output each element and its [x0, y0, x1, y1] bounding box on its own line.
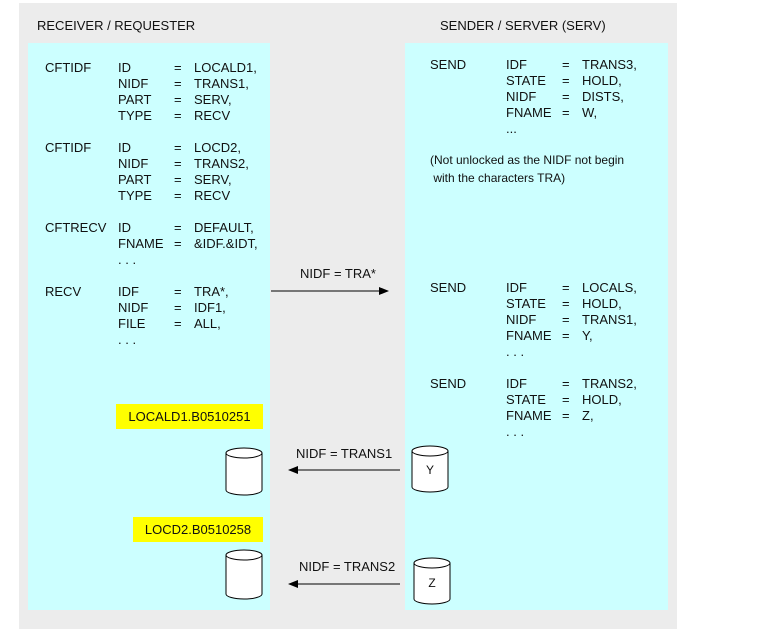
block-keyword: CFTIDF — [45, 60, 92, 75]
sender-file-cylinder-z — [413, 557, 451, 605]
block-keyword: SEND — [430, 57, 467, 72]
received-file-label-2: LOCD2.B0510258 — [133, 517, 263, 542]
block-keyword: CFTRECV — [45, 220, 107, 235]
arrow-label-trans2: NIDF = TRANS2 — [299, 559, 396, 574]
cylinder-label-z: Z — [428, 576, 436, 590]
received-file-label-1: LOCALD1.B0510251 — [116, 404, 263, 429]
sender-panel — [405, 43, 668, 610]
received-file-cylinder-1 — [225, 447, 263, 496]
sender-header: SENDER / SERVER (SERV) — [440, 18, 606, 33]
block-keyword: CFTIDF — [45, 140, 92, 155]
sender-file-cylinder-y — [411, 445, 449, 493]
arrow-label-trans1: NIDF = TRANS1 — [296, 446, 393, 461]
note-line-2: with the characters TRA) — [430, 171, 566, 185]
block-keyword: RECV — [45, 284, 82, 299]
cylinder-label-y: Y — [425, 463, 434, 477]
received-file-cylinder-2 — [225, 549, 263, 600]
receiver-panel — [28, 43, 270, 610]
block-keyword: SEND — [430, 376, 467, 391]
note-line-1: (Not unlocked as the NIDF not begin — [430, 153, 625, 167]
arrow-label-request: NIDF = TRA* — [300, 266, 376, 281]
receiver-header: RECEIVER / REQUESTER — [37, 18, 196, 33]
block-keyword: SEND — [430, 280, 467, 295]
